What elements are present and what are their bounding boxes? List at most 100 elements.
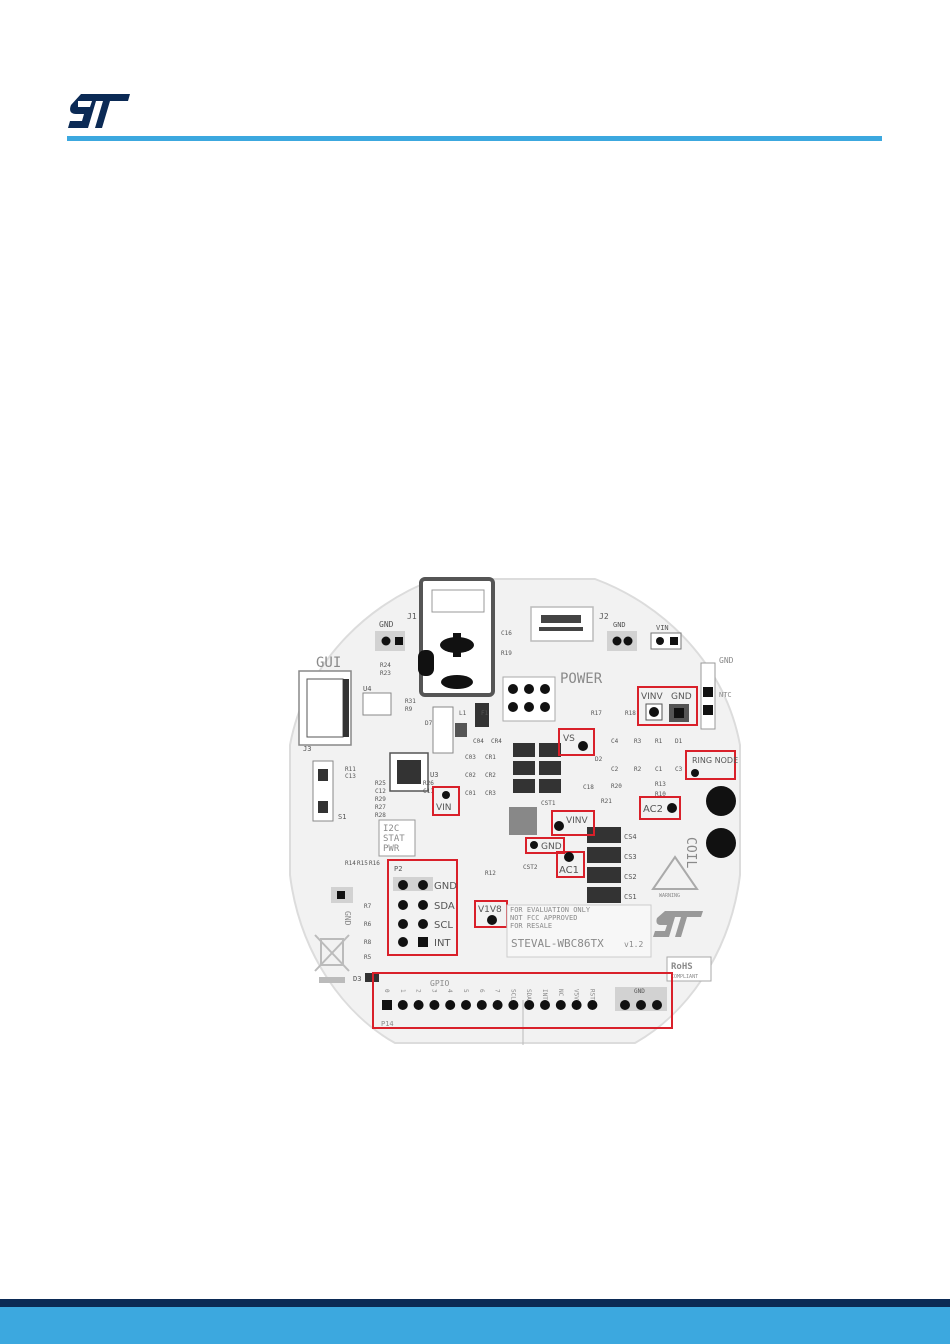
gpio-pin-label: SCL <box>509 989 516 1000</box>
p2-pin-int: INT <box>434 938 451 949</box>
warning-label: WARNING <box>659 893 680 899</box>
tp-vin-label: VIN <box>436 803 452 813</box>
gpio-pin-label: SDA <box>525 989 532 1000</box>
ref-f1: F1 <box>481 710 489 717</box>
st-logo-icon <box>68 94 130 128</box>
ref-r8: R8 <box>364 939 372 946</box>
ref-r3: R3 <box>634 738 642 745</box>
gpio-pin <box>524 1000 535 1010</box>
tp-v1v8: V1V8 <box>474 900 508 928</box>
footer-bar <box>0 1307 950 1344</box>
gpio-pin <box>413 1000 424 1010</box>
tp-ring-node-label: RING NODE <box>692 756 738 765</box>
gpio-pin <box>476 1000 487 1010</box>
gpio-pin-label: 6 <box>478 989 485 993</box>
tp-vs-label: VS <box>563 734 575 744</box>
ref-r28: R28 <box>375 812 386 819</box>
gpio-pin <box>571 1000 582 1010</box>
gpio-pin-label: 7 <box>494 989 501 993</box>
ref-c01: C01 <box>465 790 476 797</box>
j1-label: J1 <box>407 612 417 621</box>
notice-line-3: FOR RESALE <box>510 922 552 930</box>
ref-c3: C3 <box>675 766 683 773</box>
ref-r19: R19 <box>501 650 512 657</box>
ref-r29: R29 <box>375 796 386 803</box>
gpio-pin <box>508 1000 519 1010</box>
tp-ac1-label: AC1 <box>559 865 579 876</box>
ref-r23: R23 <box>380 670 391 677</box>
gnd-label-p3: GND <box>343 911 352 926</box>
ref-d1: D1 <box>675 738 683 745</box>
gpio-pin <box>555 1000 566 1010</box>
ref-c2: C2 <box>611 766 619 773</box>
ref-r16: R16 <box>369 860 380 867</box>
weee-icon <box>314 934 350 972</box>
gpio-pin <box>429 1000 440 1010</box>
ref-r24: R24 <box>380 662 391 669</box>
gpio-pin <box>382 1000 392 1010</box>
power-label: POWER <box>560 671 603 687</box>
gnd-label-top-left: GND <box>379 620 394 629</box>
ref-c04: C04 <box>473 738 484 745</box>
j2-label: J2 <box>599 612 609 621</box>
tp-vinv-top-label: VINV <box>641 692 664 702</box>
ref-r15: R15 <box>357 860 368 867</box>
gpio-pin-label: NC <box>557 989 564 997</box>
gpio-pin <box>587 1000 598 1010</box>
st-logo-small-icon <box>653 911 703 937</box>
notice-line-2: NOT FCC APPROVED <box>510 914 577 922</box>
gpio-label: GPIO <box>430 979 449 988</box>
s1-label: S1 <box>338 813 346 821</box>
ref-r27: R27 <box>375 804 386 811</box>
cs3-label: CS3 <box>624 853 637 861</box>
gpio-pin-label: 4 <box>446 989 453 993</box>
ref-cst1: CST1 <box>541 800 556 807</box>
notice-line-1: FOR EVALUATION ONLY <box>510 906 591 914</box>
ref-r1: R1 <box>655 738 663 745</box>
ref-r31: R31 <box>405 698 416 705</box>
ref-cr2: CR2 <box>485 772 496 779</box>
header-rule <box>67 136 882 141</box>
rohs-label: RoHS <box>671 962 693 972</box>
ref-r14: R14 <box>345 860 356 867</box>
ntc-label: NTC <box>719 691 732 699</box>
u4-label: U4 <box>363 685 371 693</box>
ref-r11: R11 <box>345 766 356 773</box>
gpio-gnd-pin <box>652 1000 662 1010</box>
ref-c4: C4 <box>611 738 619 745</box>
p2-header: P2 GND SDA SCL INT <box>387 859 458 956</box>
vin-label-top: VIN <box>656 624 669 632</box>
ref-cr1: CR1 <box>485 754 496 761</box>
ref-cst2: CST2 <box>523 864 538 871</box>
gpio-pin-label: 1 <box>399 989 406 993</box>
tp-v1v8-label: V1V8 <box>478 905 502 915</box>
p14-label: P14 <box>381 1020 394 1028</box>
ref-r18: R18 <box>625 710 636 717</box>
d3-label: D3 <box>353 975 361 983</box>
p2-label: P2 <box>394 865 402 873</box>
cs4-label: CS4 <box>624 833 637 841</box>
tp-ac2-label: AC2 <box>643 804 663 815</box>
gpio-pin-label: 3 <box>430 989 437 993</box>
ref-r20: R20 <box>611 783 622 790</box>
ref-r6: R6 <box>364 921 372 928</box>
footer-line <box>0 1299 950 1307</box>
gpio-gnd-label: GND <box>634 988 645 995</box>
j3-label: J3 <box>303 745 311 753</box>
ref-c18: C18 <box>583 784 594 791</box>
gpio-pin <box>397 1000 408 1010</box>
ref-r26: R26 <box>423 780 434 787</box>
p2-pin-gnd: GND <box>434 881 457 892</box>
ref-r2: R2 <box>634 766 642 773</box>
gpio-gnd-pin <box>620 1000 630 1010</box>
ref-r9: R9 <box>405 706 413 713</box>
ref-d7: D7 <box>425 720 433 727</box>
ref-r12: R12 <box>485 870 496 877</box>
ref-r5: R5 <box>364 954 372 961</box>
p2-pin-scl: SCL <box>434 920 453 931</box>
ref-cr3: CR3 <box>485 790 496 797</box>
gnd-label-right: GND <box>719 656 734 665</box>
ref-r7: R7 <box>364 903 372 910</box>
tp-ac2: AC2 <box>639 796 681 820</box>
